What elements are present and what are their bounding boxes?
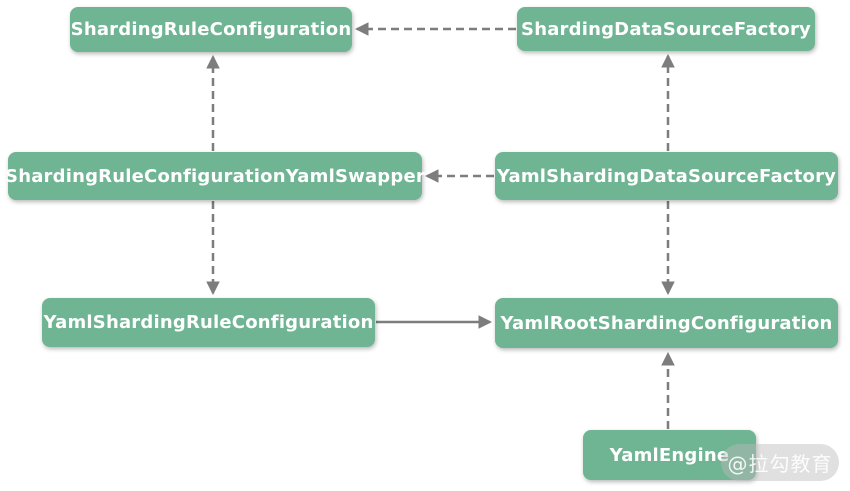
node-yaml-sharding-data-source-factory: YamlShardingDataSourceFactory xyxy=(495,152,838,200)
node-sharding-rule-configuration: ShardingRuleConfiguration xyxy=(70,7,352,52)
node-sharding-rule-configuration-yaml-swapper: ShardingRuleConfigurationYamlSwapper xyxy=(5,152,425,200)
node-yaml-root-sharding-configuration: YamlRootShardingConfiguration xyxy=(495,298,838,348)
watermark-badge: @拉勾教育 xyxy=(721,444,839,481)
node-yaml-sharding-rule-configuration: YamlShardingRuleConfiguration xyxy=(42,298,375,347)
node-yaml-engine: YamlEngine xyxy=(583,430,756,480)
node-sharding-data-source-factory: ShardingDataSourceFactory xyxy=(517,7,815,51)
